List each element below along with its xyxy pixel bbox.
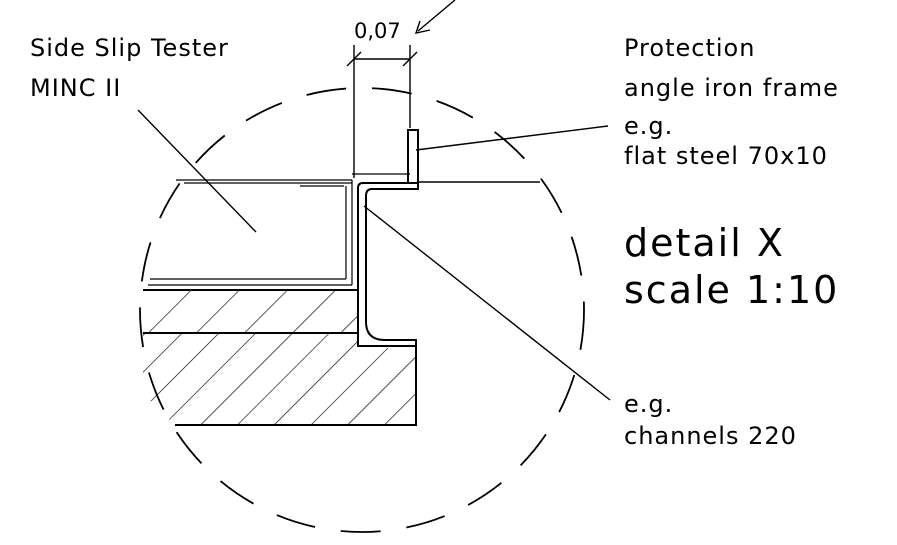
channel-profile — [357, 182, 419, 347]
concrete-foundation — [143, 289, 417, 426]
label-angle-iron: angle iron frame — [624, 74, 839, 102]
label-channels: channels 220 — [624, 422, 797, 450]
label-protection: Protection — [624, 34, 755, 62]
label-eg-channels: e.g. — [624, 390, 673, 418]
label-scale: scale 1:10 — [624, 268, 839, 312]
leader-flat-steel — [415, 125, 609, 151]
flat-steel — [407, 129, 419, 184]
label-device-name: Side Slip Tester — [30, 34, 229, 62]
tester-plate — [148, 173, 410, 286]
label-eg-flat: e.g. — [624, 112, 673, 140]
leader-tester — [137, 109, 257, 233]
dimension-marker — [346, 0, 456, 178]
leader-channel — [363, 205, 611, 401]
detail-circle — [139, 87, 585, 533]
label-flat-steel: flat steel 70x10 — [624, 142, 828, 170]
label-device-model: MINC II — [30, 74, 121, 102]
label-detail: detail X — [624, 221, 785, 265]
dimension-value: 0,07 — [354, 19, 401, 43]
